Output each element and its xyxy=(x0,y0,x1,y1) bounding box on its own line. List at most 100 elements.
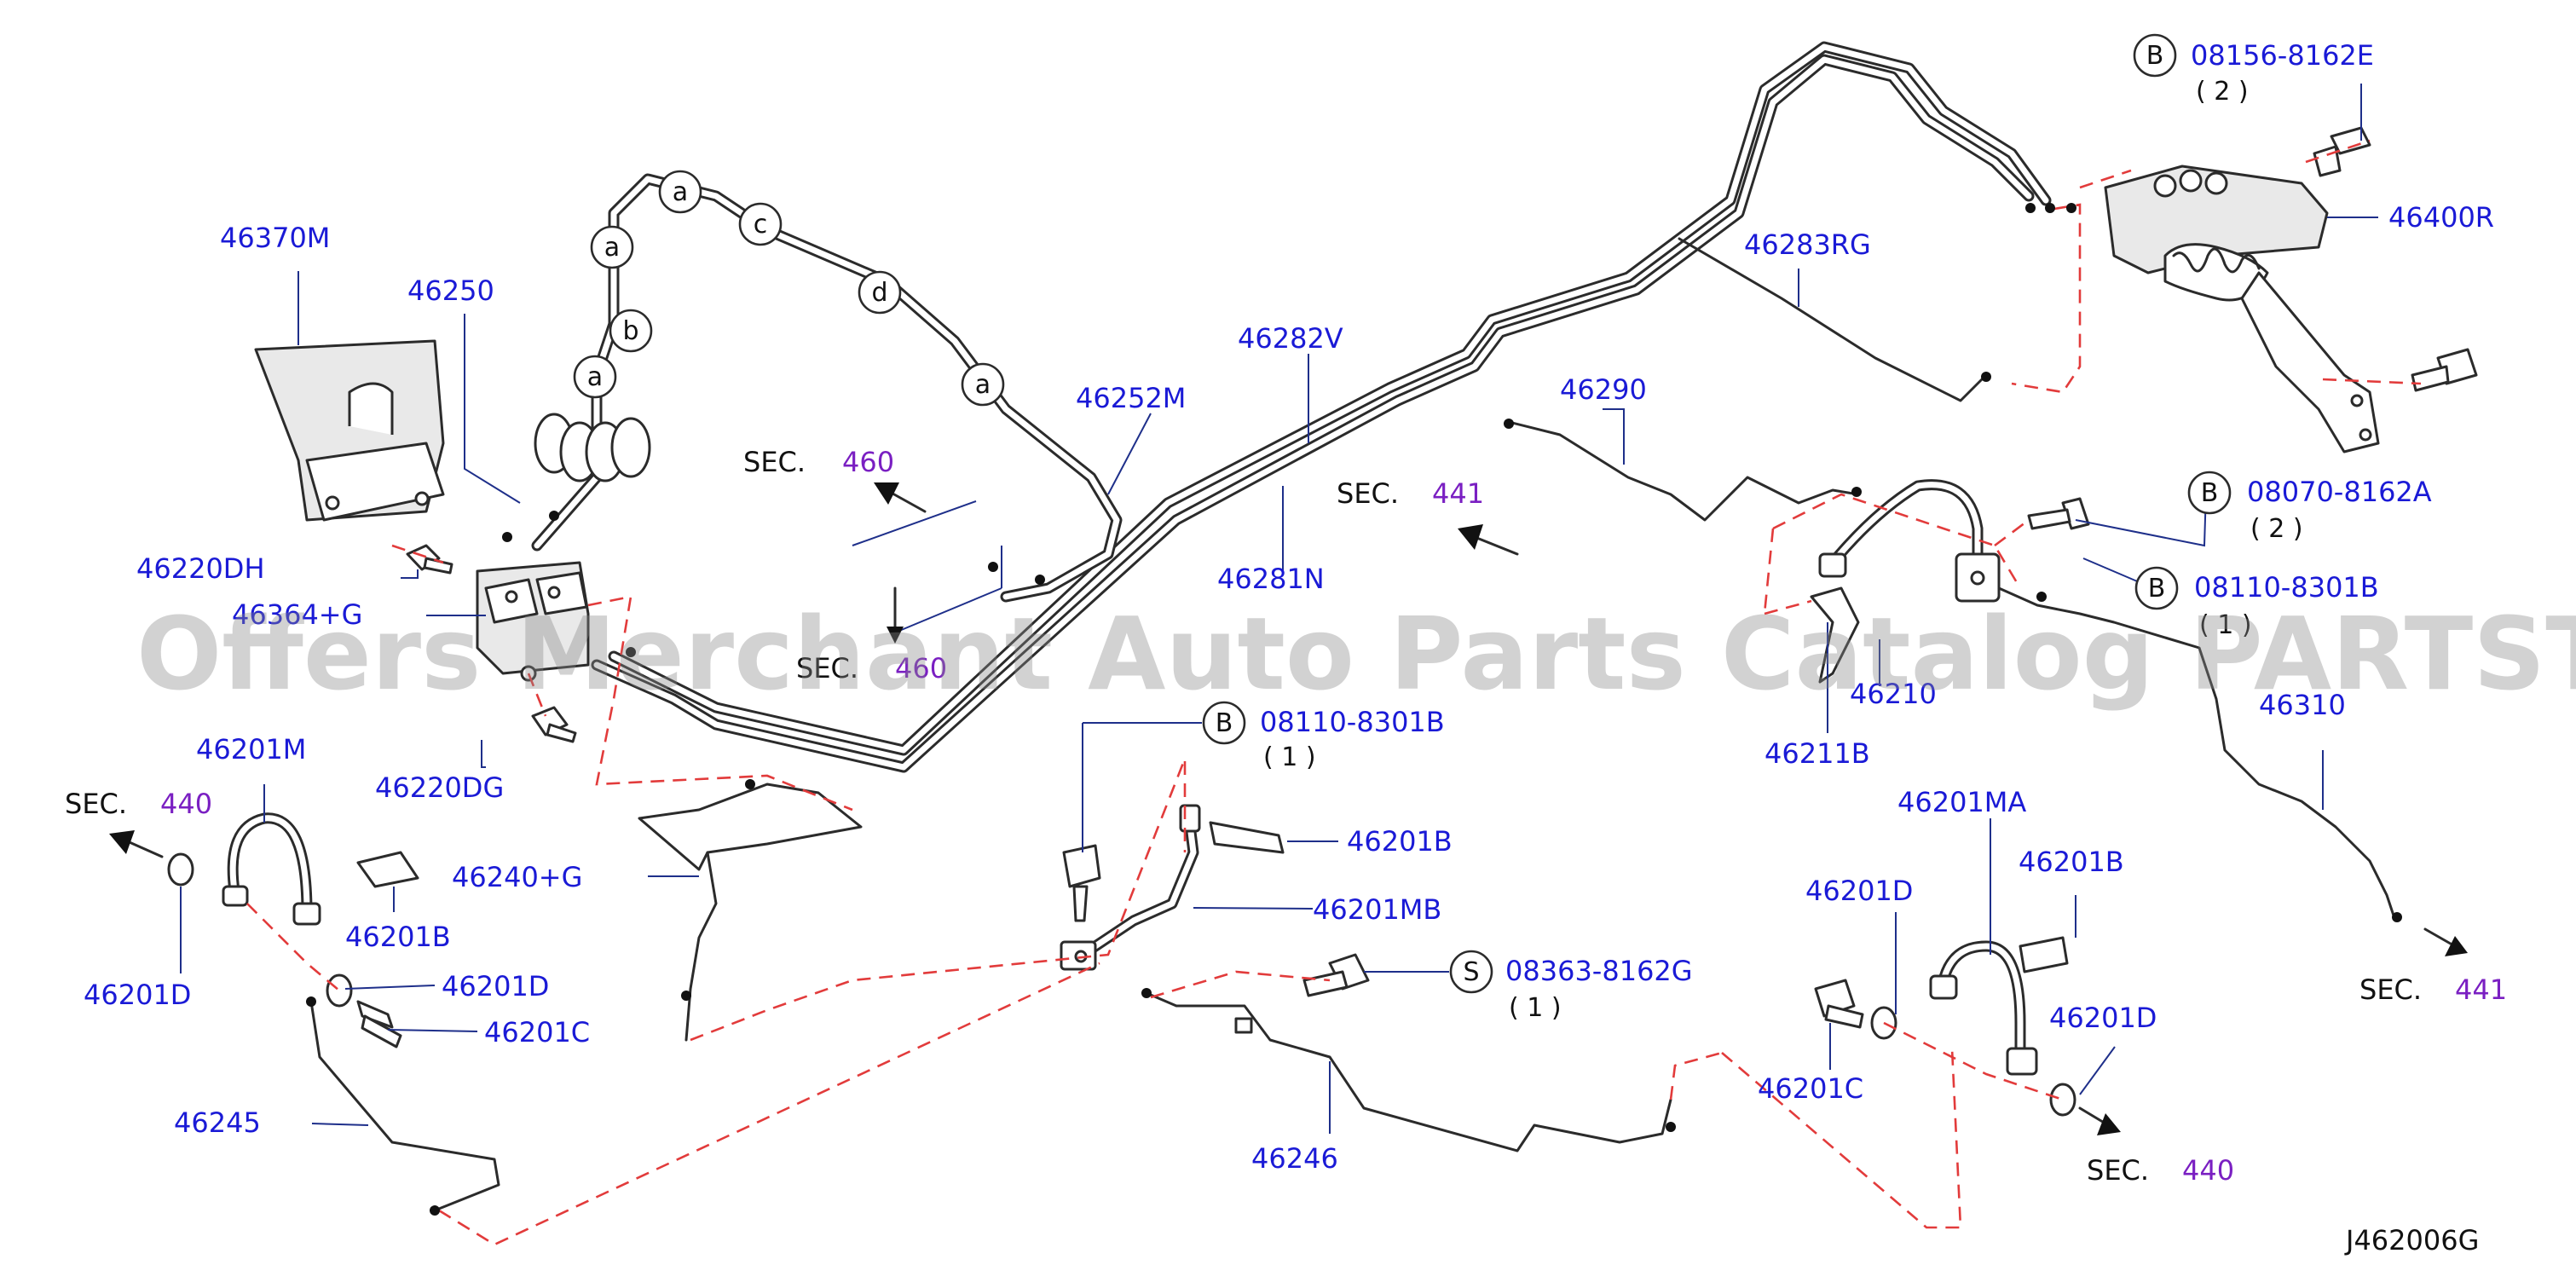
svg-text:( 1 ): ( 1 ) xyxy=(1263,742,1316,772)
svg-text:440: 440 xyxy=(2182,1154,2234,1187)
pipe-46246 xyxy=(1145,991,1672,1152)
svg-text:a: a xyxy=(587,362,603,392)
svg-text:08110-8301B: 08110-8301B xyxy=(2194,571,2379,604)
callout-08363-8162G: S 08363-8162G ( 1 ) xyxy=(1449,950,1693,1023)
bracket-46240 xyxy=(638,783,863,871)
route-marker: b xyxy=(609,309,653,353)
route-marker: a xyxy=(573,355,617,399)
svg-text:( 1 ): ( 1 ) xyxy=(1509,993,1562,1023)
callouts: B 08156-8162E ( 2 ) B 08070-8162A ( 2 ) … xyxy=(1202,33,2432,1023)
sec-441-right: SEC. 441 xyxy=(2359,973,2507,1006)
label-46201D-left2: 46201D xyxy=(442,970,549,1002)
label-46250: 46250 xyxy=(407,274,494,307)
label-46240G: 46240+G xyxy=(452,861,582,893)
svg-text:( 2 ): ( 2 ) xyxy=(2196,77,2249,107)
sec-460-mid: SEC. 460 xyxy=(796,652,947,684)
label-46201M: 46201M xyxy=(196,733,306,765)
svg-text:c: c xyxy=(754,210,768,240)
clip-46246 xyxy=(1234,1017,1253,1034)
svg-text:SEC.: SEC. xyxy=(2087,1154,2149,1187)
label-46201MB: 46201MB xyxy=(1313,893,1441,926)
label-46283RG: 46283RG xyxy=(1744,228,1871,261)
main-brake-pipes xyxy=(531,41,2052,773)
label-46201C-right: 46201C xyxy=(1758,1072,1863,1105)
svg-text:b: b xyxy=(622,316,638,346)
label-46370M: 46370M xyxy=(220,222,330,254)
connector-block-46364 xyxy=(476,561,590,682)
route-marker: d xyxy=(858,270,902,315)
pipe-coil xyxy=(534,413,651,482)
label-46210: 46210 xyxy=(1850,678,1937,710)
svg-text:SEC.: SEC. xyxy=(743,446,806,478)
svg-text:SEC.: SEC. xyxy=(2359,973,2422,1006)
leader-lines xyxy=(180,84,2378,1134)
label-46310: 46310 xyxy=(2259,689,2346,721)
label-46220DH: 46220DH xyxy=(136,552,265,585)
label-46201D-right2: 46201D xyxy=(2049,1002,2157,1034)
joint-dots xyxy=(306,203,2402,1216)
watermark: Offers Merchant Auto Parts Catalog PARTS… xyxy=(136,595,2576,713)
svg-text:B: B xyxy=(2148,574,2166,604)
route-marker: a xyxy=(658,170,702,214)
label-46364G: 46364+G xyxy=(232,598,362,631)
route-marker: a xyxy=(961,362,1005,407)
svg-text:08156-8162E: 08156-8162E xyxy=(2191,39,2374,72)
label-46400R: 46400R xyxy=(2388,201,2494,234)
pipe-46240 xyxy=(684,851,718,1042)
svg-text:d: d xyxy=(871,278,887,308)
callout-08156-8162E: B 08156-8162E ( 2 ) xyxy=(2133,33,2374,107)
label-46201B-center: 46201B xyxy=(1347,825,1453,858)
callout-08110-8301B-center: B 08110-8301B ( 1 ) xyxy=(1202,701,1445,772)
valve-46400R xyxy=(2104,126,2478,453)
bolts-left xyxy=(406,544,577,743)
label-46281N: 46281N xyxy=(1217,563,1325,595)
svg-text:a: a xyxy=(975,370,991,400)
svg-text:441: 441 xyxy=(1432,477,1484,510)
svg-text:( 1 ): ( 1 ) xyxy=(2199,610,2252,640)
label-46245: 46245 xyxy=(174,1106,261,1139)
route-marker: c xyxy=(738,202,783,246)
sec-440-left: SEC. 440 xyxy=(65,788,212,820)
svg-text:SEC.: SEC. xyxy=(796,652,858,684)
pipe-46290 xyxy=(1507,420,1860,522)
sec-460-top: SEC. 460 xyxy=(743,446,894,478)
callout-08110-8301B-right: B 08110-8301B ( 1 ) xyxy=(2134,566,2379,640)
section-arrows xyxy=(109,482,2468,1135)
bracket-46370M xyxy=(254,339,445,522)
pipe-46310 xyxy=(1997,586,2397,922)
label-46211B: 46211B xyxy=(1765,737,1870,770)
svg-text:SEC.: SEC. xyxy=(1337,477,1399,510)
svg-text:460: 460 xyxy=(895,652,947,684)
label-46201D-left: 46201D xyxy=(84,979,191,1011)
label-46220DG: 46220DG xyxy=(375,771,504,804)
svg-text:B: B xyxy=(2146,41,2164,71)
hose-46201MA xyxy=(1814,936,2076,1117)
svg-text:a: a xyxy=(604,233,620,263)
svg-text:460: 460 xyxy=(842,446,894,478)
svg-text:B: B xyxy=(2201,478,2219,508)
label-46201C-left: 46201C xyxy=(484,1016,590,1048)
svg-text:441: 441 xyxy=(2455,973,2507,1006)
label-46201B-left: 46201B xyxy=(345,921,451,953)
svg-text:08070-8162A: 08070-8162A xyxy=(2247,476,2432,508)
sec-440-right: SEC. 440 xyxy=(2087,1154,2234,1187)
label-46282V: 46282V xyxy=(1238,322,1343,355)
svg-text:08110-8301B: 08110-8301B xyxy=(1260,706,1445,738)
label-46201MA: 46201MA xyxy=(1897,786,2026,818)
label-46246: 46246 xyxy=(1251,1142,1338,1175)
callout-08070-8162A: B 08070-8162A ( 2 ) xyxy=(2187,471,2432,544)
sec-441-center: SEC. 441 xyxy=(1337,477,1484,510)
label-46201B-right: 46201B xyxy=(2019,846,2124,878)
svg-text:S: S xyxy=(1463,957,1479,987)
svg-text:08363-8162G: 08363-8162G xyxy=(1505,955,1693,987)
svg-text:( 2 ): ( 2 ) xyxy=(2250,514,2303,544)
route-marker: a xyxy=(590,225,634,269)
svg-text:B: B xyxy=(1216,708,1233,738)
part-labels: 46370M 46250 46220DH 46364+G 46220DG 462… xyxy=(84,201,2494,1175)
pipe-46245 xyxy=(309,1000,500,1212)
dashed-connections xyxy=(246,139,2422,1246)
svg-text:a: a xyxy=(673,177,688,207)
route-markers: a a b a c d a xyxy=(573,170,1005,407)
label-46252M: 46252M xyxy=(1076,382,1186,414)
